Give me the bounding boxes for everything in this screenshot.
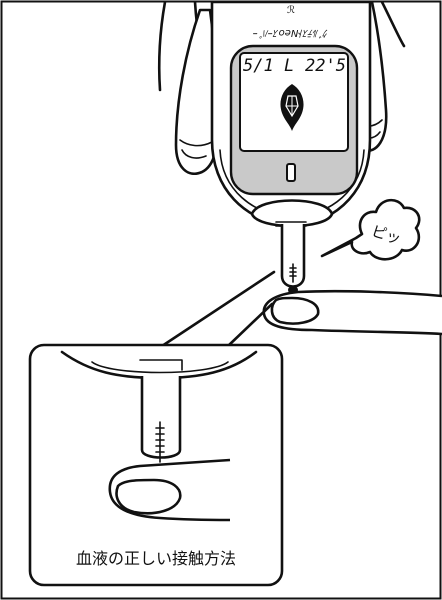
- test-strip-detail: [142, 376, 180, 462]
- lcd-right-readout: 22'5: [305, 56, 346, 76]
- caption-text: 血液の正しい接触方法: [76, 549, 236, 568]
- test-strip-top: [282, 224, 304, 287]
- lcd-left-readout: 5/1 L: [243, 56, 294, 76]
- fingertip-top: [264, 291, 442, 334]
- detail-panel: 血液の正しい接触方法: [30, 345, 282, 585]
- glucose-meter: ℛ ｸﾞﾙﾃｽﾄNeoｽｰﾊﾟｰ 5/1 L 22'5: [212, 2, 370, 226]
- meter-brand-mark: ℛ: [287, 5, 295, 16]
- strip-indicator-icon: [287, 164, 295, 181]
- meter-brand-label: ｸﾞﾙﾃｽﾄNeoｽｰﾊﾟｰ: [253, 27, 329, 39]
- fingertip-detail: [110, 460, 230, 520]
